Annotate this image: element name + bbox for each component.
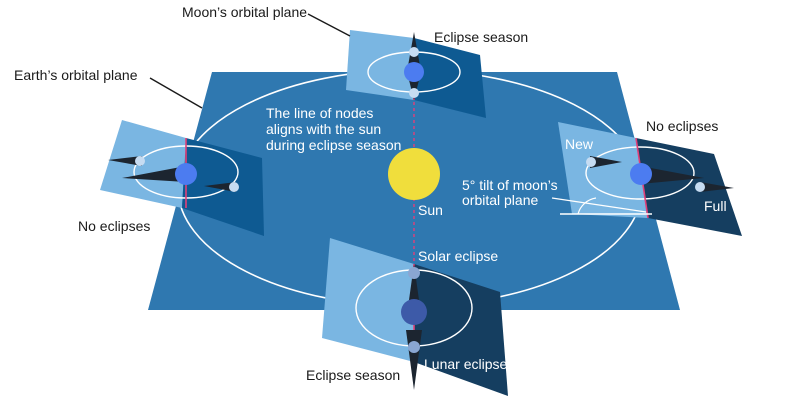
label-eclipse-season-bottom: Eclipse season	[306, 367, 400, 383]
label-eclipse-season-top: Eclipse season	[434, 29, 528, 45]
moon-plane-bottom	[322, 238, 508, 396]
label-no-eclipses-right: No eclipses	[646, 118, 718, 134]
label-line-of-nodes-3: during eclipse season	[266, 137, 401, 153]
moon-bottom-solar	[408, 267, 420, 279]
label-lunar-eclipse: Lunar eclipse	[424, 356, 507, 372]
label-line-of-nodes: The line of nodes aligns with the sun du…	[266, 105, 401, 153]
earth-right	[630, 163, 652, 185]
tilt-arc	[577, 197, 597, 215]
earth-top	[404, 62, 424, 82]
label-line-of-nodes-2: aligns with the sun	[266, 121, 381, 137]
label-sun: Sun	[418, 202, 443, 218]
moon-left-near	[135, 156, 145, 166]
moon-left-far	[229, 182, 239, 192]
leader-earth-plane	[149, 77, 203, 109]
label-tilt: 5° tilt of moon’s orbital plane	[462, 177, 562, 208]
moon-plane-left	[100, 120, 264, 236]
sun	[388, 148, 440, 200]
moon-right-new	[586, 157, 596, 167]
label-moon-orbital-plane: Moon’s orbital plane	[182, 4, 307, 20]
moon-plane-right	[551, 122, 742, 236]
label-earth-orbital-plane: Earth’s orbital plane	[14, 67, 138, 83]
label-line-of-nodes-1: The line of nodes	[266, 105, 373, 121]
label-new: New	[565, 136, 594, 152]
tilt-indicator-line	[551, 197, 647, 213]
shadow-left	[122, 166, 186, 182]
earth-left	[175, 163, 197, 185]
moon-bottom-lunar	[408, 341, 420, 353]
leader-moon-plane	[307, 13, 351, 37]
shadow-right	[640, 166, 704, 184]
label-full: Full	[704, 198, 727, 214]
label-tilt-1: 5° tilt of moon’s	[462, 177, 558, 193]
moon-plane-top	[346, 30, 486, 118]
label-no-eclipses-left: No eclipses	[78, 218, 150, 234]
moon-top-lower	[409, 88, 419, 98]
earth-bottom	[401, 299, 427, 325]
label-tilt-2: orbital plane	[462, 192, 538, 208]
moon-top-upper	[409, 47, 419, 57]
label-solar-eclipse: Solar eclipse	[418, 248, 498, 264]
moon-right-full	[695, 182, 705, 192]
